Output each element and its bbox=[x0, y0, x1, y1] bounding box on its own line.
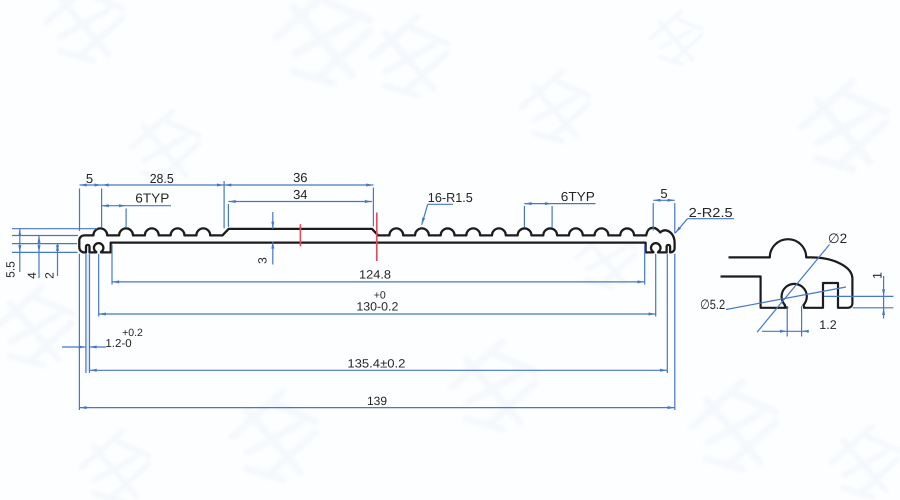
svg-text:124.8: 124.8 bbox=[359, 268, 391, 282]
svg-text:1: 1 bbox=[870, 272, 884, 279]
svg-text:5.5: 5.5 bbox=[4, 261, 18, 278]
svg-text:1.2: 1.2 bbox=[819, 318, 836, 332]
svg-text:6TYP: 6TYP bbox=[135, 191, 169, 206]
svg-text:∅2: ∅2 bbox=[828, 231, 847, 246]
svg-text:4: 4 bbox=[25, 272, 39, 279]
svg-text:28.5: 28.5 bbox=[150, 171, 174, 186]
svg-text:+0.2: +0.2 bbox=[122, 327, 143, 339]
svg-text:130-0.2: 130-0.2 bbox=[356, 300, 398, 314]
svg-text:∅5.2: ∅5.2 bbox=[700, 297, 725, 312]
svg-text:34: 34 bbox=[293, 187, 307, 202]
svg-text:6TYP: 6TYP bbox=[561, 189, 595, 204]
svg-text:5: 5 bbox=[86, 171, 93, 186]
svg-text:2-R2.5: 2-R2.5 bbox=[689, 205, 733, 220]
svg-text:2: 2 bbox=[43, 272, 57, 279]
svg-text:16-R1.5: 16-R1.5 bbox=[428, 190, 473, 205]
svg-text:1.2-0: 1.2-0 bbox=[105, 338, 131, 350]
svg-text:+0: +0 bbox=[374, 290, 386, 302]
svg-text:36: 36 bbox=[293, 170, 307, 185]
svg-text:139: 139 bbox=[367, 394, 387, 408]
svg-text:135.4±0.2: 135.4±0.2 bbox=[347, 357, 405, 371]
svg-text:5: 5 bbox=[660, 186, 667, 201]
svg-text:3: 3 bbox=[256, 257, 270, 264]
